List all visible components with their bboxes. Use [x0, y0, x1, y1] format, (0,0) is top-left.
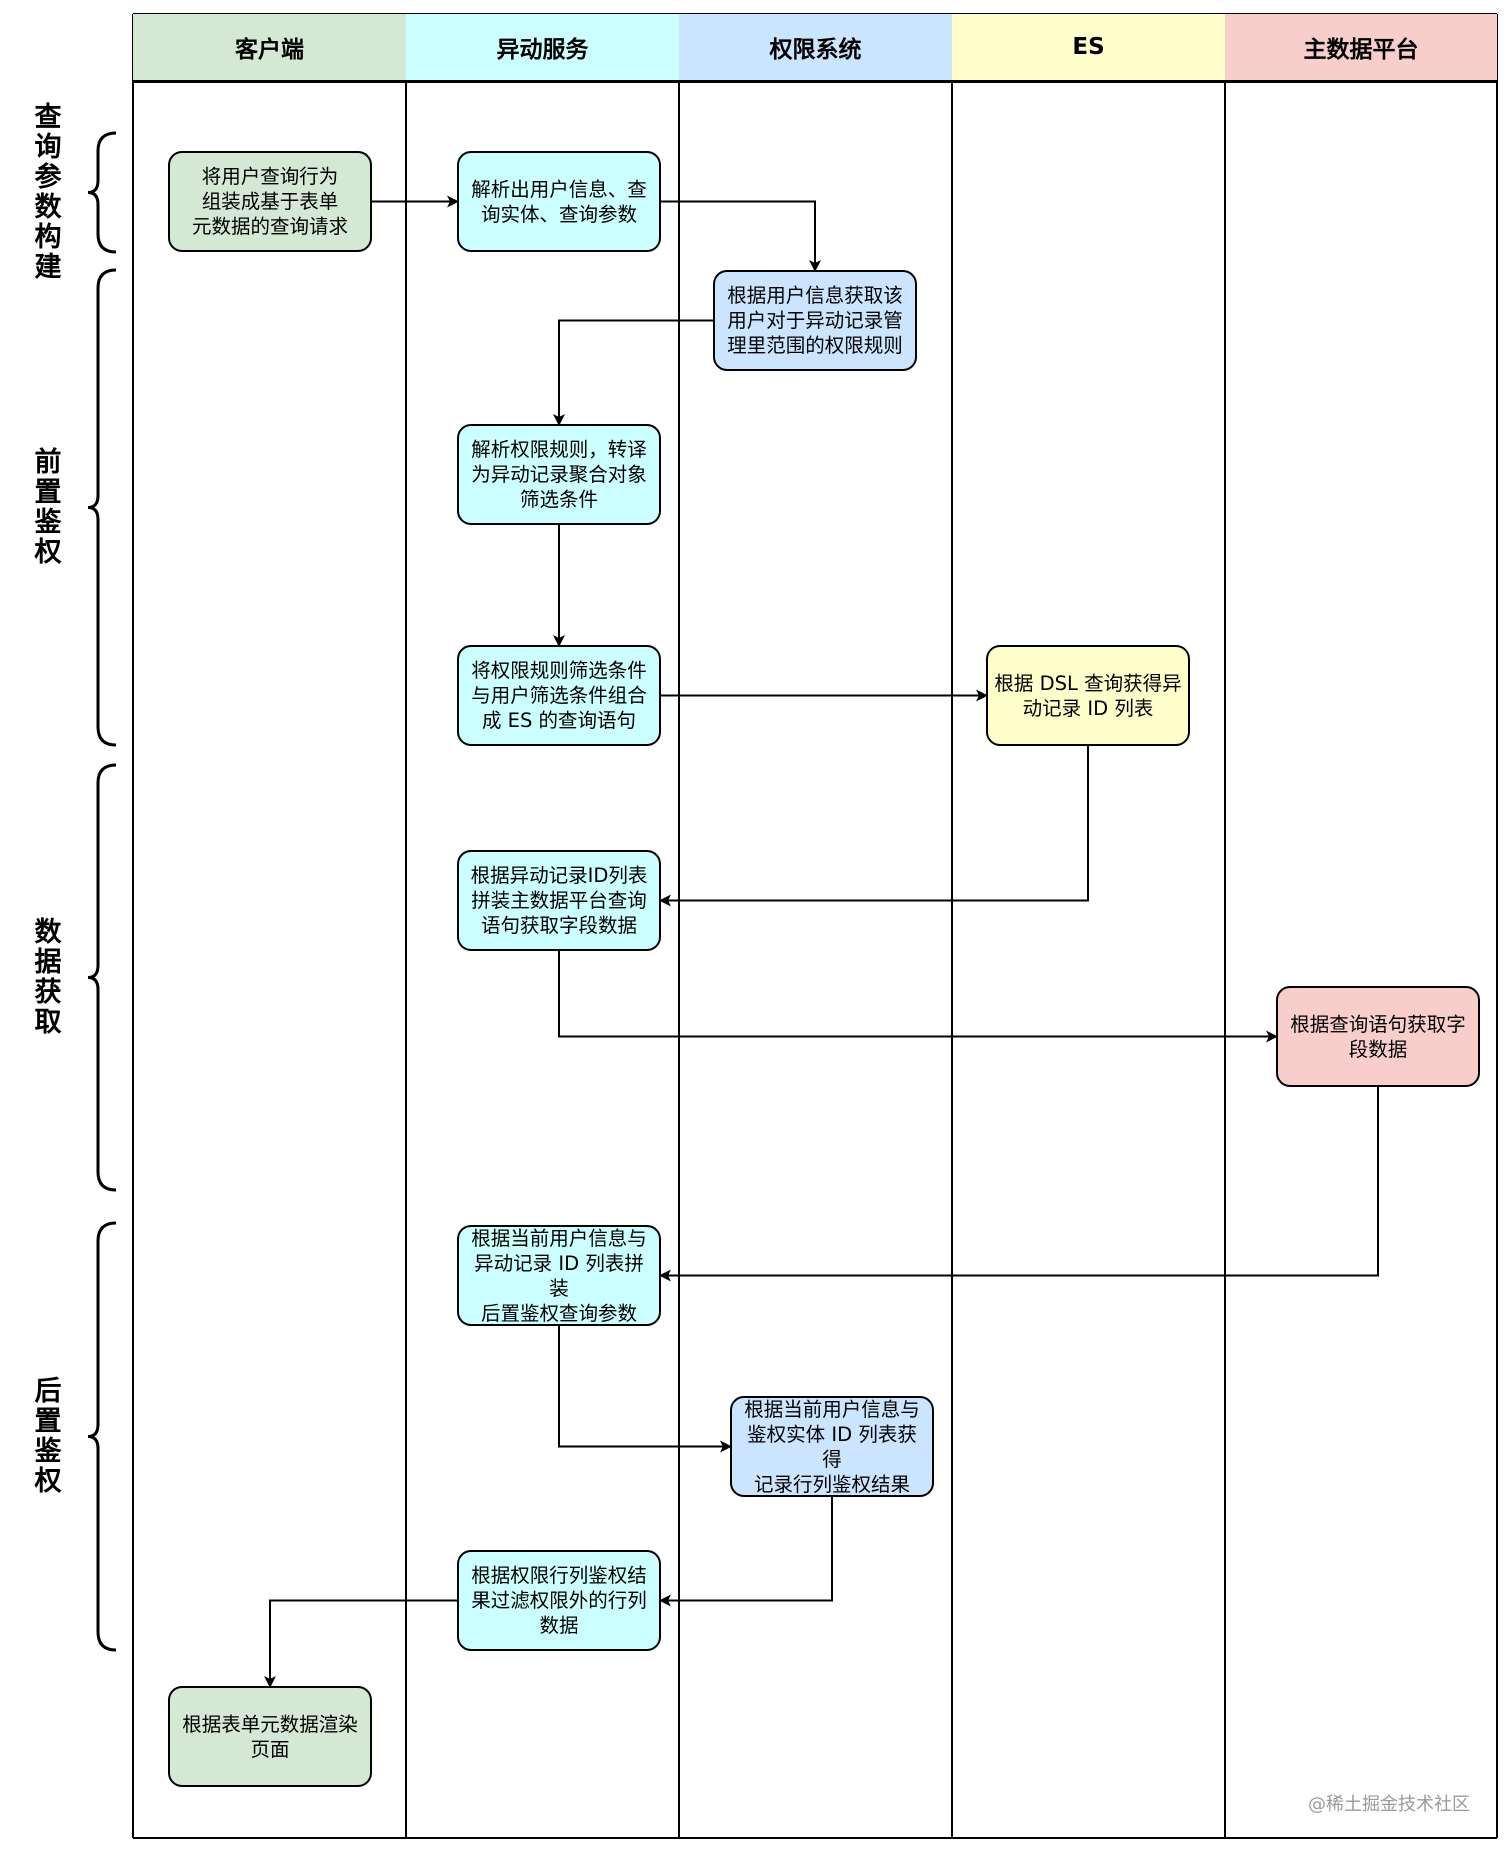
- edge-n8-n9: [659, 1087, 1379, 1282]
- node-text-line: 根据异动记录ID列表: [470, 864, 648, 887]
- process-node-n11: 根据权限行列鉴权结果过滤权限外的行列数据: [457, 1550, 661, 1651]
- node-text-line: 用户对于异动记录管: [727, 309, 903, 332]
- node-text-line: 根据当前用户信息与: [471, 1226, 647, 1250]
- process-node-n12: 根据表单元数据渲染页面: [168, 1686, 372, 1787]
- node-text-line: 根据权限行列鉴权结: [471, 1564, 647, 1587]
- node-text-line: 成 ES 的查询语句: [481, 709, 637, 732]
- edge-n7-n8: [558, 951, 1278, 1043]
- node-text-line: 为异动记录聚合对象: [471, 463, 647, 486]
- phase-bracket-pre-auth: [87, 268, 117, 747]
- node-text-line: 动记录 ID 列表: [1022, 696, 1154, 720]
- watermark: @稀土掘金技术社区: [1308, 1794, 1470, 1815]
- node-text-line: 鉴权实体 ID 列表获得: [747, 1422, 917, 1471]
- phase-bracket-query-param-build: [87, 131, 117, 254]
- process-node-n4: 解析权限规则，转译为异动记录聚合对象筛选条件: [457, 424, 661, 525]
- node-text-line: 拼装主数据平台查询: [471, 889, 647, 912]
- node-text-line: 果过滤权限外的行列: [471, 1589, 647, 1612]
- node-text-line: 与用户筛选条件组合: [471, 684, 647, 707]
- process-node-n6: 根据 DSL 查询获得异动记录 ID 列表: [986, 645, 1190, 746]
- node-text-line: 将权限规则筛选条件: [471, 659, 647, 682]
- phase-bracket-post-auth: [87, 1221, 117, 1652]
- edge-n9-n10: [558, 1326, 732, 1453]
- edge-n11-n12: [264, 1599, 457, 1688]
- node-text-line: 理里范围的权限规则: [727, 334, 903, 357]
- node-text-line: 根据查询语句获取字: [1290, 1012, 1466, 1036]
- node-text-line: 筛选条件: [519, 488, 598, 511]
- process-node-n9: 根据当前用户信息与异动记录 ID 列表拼装后置鉴权查询参数: [457, 1225, 661, 1326]
- lane-header-anomaly: 异动服务: [406, 14, 679, 82]
- node-text-line: 异动记录 ID 列表拼装: [474, 1251, 644, 1300]
- phase-label-post-auth: 后置鉴权: [34, 1375, 62, 1497]
- node-text-line: 根据当前用户信息与: [744, 1397, 920, 1421]
- lane-header-permission: 权限系统: [679, 14, 952, 82]
- node-text-line: 页面: [250, 1737, 290, 1761]
- phase-bracket-data-fetch: [87, 763, 117, 1192]
- edge-n6-n7: [659, 746, 1089, 907]
- node-text-line: 后置鉴权查询参数: [480, 1301, 637, 1325]
- process-node-n7: 根据异动记录ID列表拼装主数据平台查询语句获取字段数据: [457, 850, 661, 951]
- node-text-line: 段数据: [1348, 1037, 1408, 1061]
- lane-header-es: ES: [952, 14, 1225, 82]
- process-node-n2: 解析出用户信息、查询实体、查询参数: [457, 151, 661, 252]
- process-node-n10: 根据当前用户信息与鉴权实体 ID 列表获得记录行列鉴权结果: [730, 1396, 934, 1497]
- node-text-line: 解析出用户信息、查: [471, 177, 647, 201]
- node-text-line: 记录行列鉴权结果: [753, 1472, 910, 1496]
- node-text-line: 将用户查询行为: [201, 165, 339, 188]
- process-node-n3: 根据用户信息获取该用户对于异动记录管理里范围的权限规则: [713, 270, 917, 371]
- node-text-line: 语句获取字段数据: [480, 914, 637, 937]
- node-text-line: 元数据的查询请求: [191, 215, 348, 238]
- node-text-line: 组装成基于表单: [201, 190, 339, 213]
- node-text-line: 根据表单元数据渲染: [182, 1712, 358, 1736]
- node-text-line: 解析权限规则，转译: [471, 438, 647, 461]
- phase-label-query-param-build: 查询参数构建: [34, 101, 62, 283]
- process-node-n8: 根据查询语句获取字段数据: [1276, 986, 1480, 1087]
- process-node-n5: 将权限规则筛选条件与用户筛选条件组合成 ES 的查询语句: [457, 645, 661, 746]
- lane-header-client: 客户端: [133, 14, 406, 82]
- edge-n3-n4: [553, 319, 713, 426]
- edge-n10-n11: [659, 1497, 833, 1607]
- node-text-line: 根据 DSL 查询获得异: [994, 671, 1182, 695]
- phase-label-pre-auth: 前置鉴权: [34, 446, 62, 568]
- node-text-line: 询实体、查询参数: [480, 202, 637, 226]
- node-text-line: 数据: [539, 1614, 579, 1637]
- process-node-n1: 将用户查询行为组装成基于表单元数据的查询请求: [168, 151, 372, 252]
- lane-header-mdp: 主数据平台: [1225, 14, 1497, 82]
- phase-label-data-fetch: 数据获取: [34, 916, 62, 1038]
- node-text-line: 根据用户信息获取该: [727, 284, 903, 307]
- edge-n2-n3: [661, 200, 821, 272]
